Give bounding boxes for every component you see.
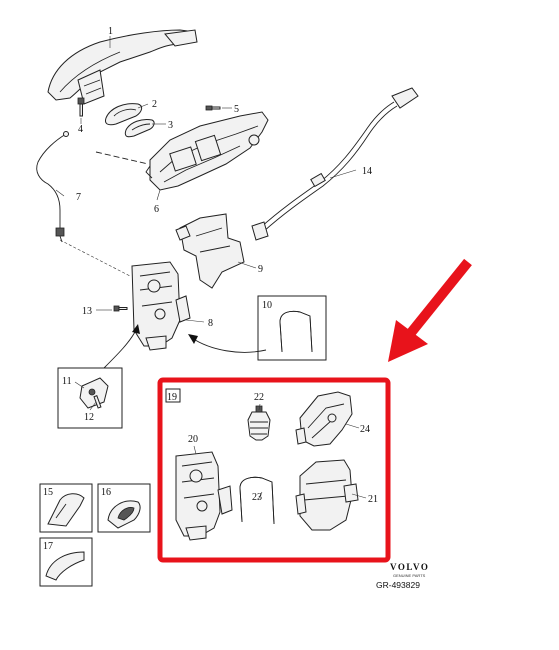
grommet-box[interactable]: [97, 483, 151, 533]
callout-11: 11: [62, 376, 72, 387]
callout-15: 15: [43, 487, 53, 498]
callout-12: 12: [84, 412, 94, 423]
door-lock-part[interactable]: [131, 261, 191, 351]
callout-5: 5: [234, 104, 239, 115]
door-handle-part[interactable]: [47, 29, 198, 105]
callout-20: 20: [188, 434, 198, 445]
highlight-arrow: [388, 258, 472, 362]
callout-13: 13: [82, 306, 92, 317]
bracket-screw-part[interactable]: [205, 105, 221, 111]
release-cable-part[interactable]: [36, 131, 69, 243]
bumper-part[interactable]: [247, 405, 271, 441]
callout-1: 1: [108, 26, 113, 37]
actuator-housing-part[interactable]: [295, 459, 359, 531]
hose-part[interactable]: [239, 476, 275, 525]
cover-cap-box[interactable]: [39, 483, 93, 533]
callout-10: 10: [262, 300, 272, 311]
brand-tagline: GENUINE PARTS: [393, 573, 426, 578]
callout-21: 21: [368, 494, 378, 505]
callout-4: 4: [78, 124, 83, 135]
lock-cable-part[interactable]: [251, 87, 419, 241]
box11-arrow: [103, 324, 140, 369]
callout-7: 7: [76, 192, 81, 203]
lock-actuator-part[interactable]: [295, 391, 353, 447]
kit-19-highlight-box[interactable]: [157, 377, 391, 563]
callout-6: 6: [154, 204, 159, 215]
handle-bracket-part[interactable]: [145, 111, 269, 191]
brand-logo-text: VOLVO: [390, 562, 429, 572]
leader-lines: [55, 36, 367, 501]
handle-screw-part[interactable]: [77, 97, 85, 117]
callout-22: 22: [254, 392, 264, 403]
handle-gasket-part[interactable]: [105, 103, 143, 126]
handle-seal-part[interactable]: [124, 119, 155, 138]
callout-9: 9: [258, 264, 263, 275]
box10-arrow: [188, 334, 267, 353]
lock-assembly-part[interactable]: [175, 451, 233, 541]
callout-2: 2: [152, 99, 157, 110]
callout-8: 8: [208, 318, 213, 329]
callout-23: 23: [252, 492, 262, 503]
diagram-reference: GR-493829: [376, 580, 420, 590]
callout-24: 24: [360, 424, 370, 435]
callout-17: 17: [43, 541, 53, 552]
lock-cover-part[interactable]: [175, 213, 245, 289]
callout-14: 14: [362, 166, 372, 177]
callout-3: 3: [168, 120, 173, 131]
trim-cover-box[interactable]: [39, 537, 93, 587]
callout-19: 19: [167, 392, 177, 403]
callout-16: 16: [101, 487, 111, 498]
lock-screw-part[interactable]: [113, 305, 128, 312]
hose-box: [257, 295, 327, 361]
